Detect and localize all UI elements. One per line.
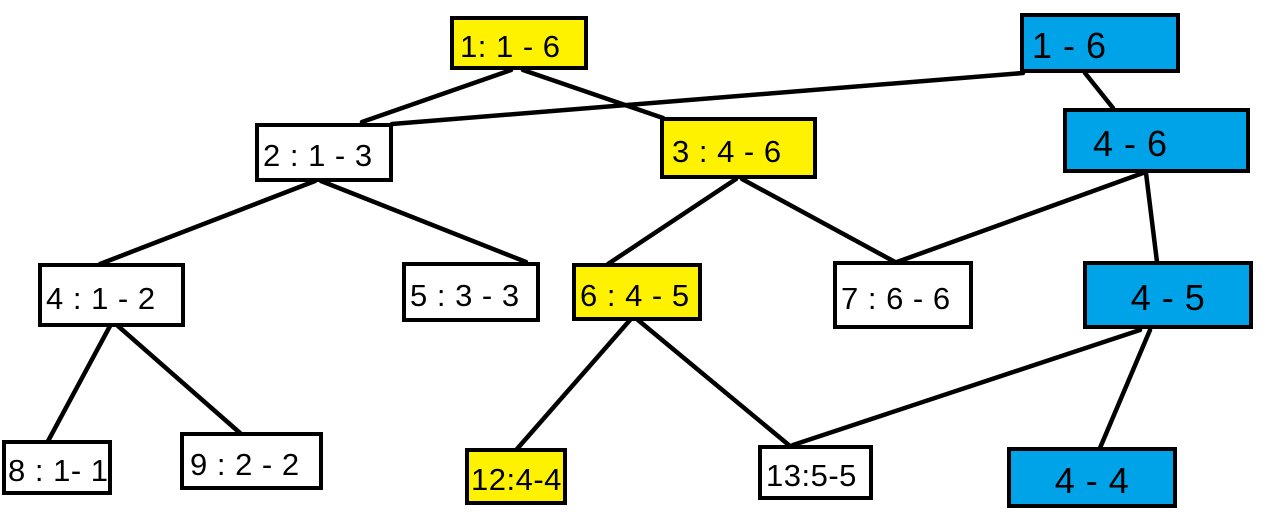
node-label: 8 : 1- 1 — [8, 453, 109, 488]
node-label: 2 : 1 - 3 — [263, 138, 373, 173]
query-4-6: 4 - 6 — [1063, 108, 1250, 173]
query-4-5: 4 - 5 — [1083, 261, 1253, 329]
node-4: 4 : 1 - 2 — [38, 263, 185, 327]
edge-node-6-to-node-13 — [635, 317, 793, 449]
node-label: 13:5-5 — [766, 458, 857, 493]
node-label: 9 : 2 - 2 — [190, 446, 300, 482]
edge-query-4-5-to-query-4-4 — [1097, 327, 1153, 451]
node-7: 7 : 6 - 6 — [833, 261, 973, 329]
node-8: 8 : 1- 1 — [2, 440, 112, 495]
edge-node-2-to-node-4 — [97, 178, 318, 267]
node-5: 5 : 3 - 3 — [402, 262, 540, 322]
edge-node-1-to-node-2 — [359, 67, 514, 125]
edge-node-6-to-node-12 — [514, 317, 633, 452]
node-label: 1: 1 - 6 — [460, 28, 561, 64]
edge-node-4-to-node-8 — [44, 323, 113, 446]
node-label: 1 - 6 — [1032, 25, 1107, 66]
node-9: 9 : 2 - 2 — [180, 432, 323, 490]
node-6: 6 : 4 - 5 — [572, 263, 702, 321]
node-label: 4 - 5 — [1130, 277, 1206, 318]
node-label: 4 : 1 - 2 — [46, 280, 156, 316]
node-12: 12:4-4 — [465, 448, 567, 505]
node-label: 7 : 6 - 6 — [841, 280, 951, 316]
edge-node-3-to-node-6 — [605, 176, 739, 267]
edge-query-4-6-to-query-4-5 — [1143, 170, 1160, 265]
node-label: 3 : 4 - 6 — [672, 133, 782, 169]
edge-node-13-to-query-4-5 — [790, 327, 1143, 448]
node-13: 13:5-5 — [758, 445, 873, 500]
node-2: 2 : 1 - 3 — [255, 123, 393, 182]
edge-query-4-6-to-node-7 — [894, 170, 1146, 265]
node-label: 4 - 6 — [1093, 122, 1168, 164]
node-1: 1: 1 - 6 — [450, 16, 588, 70]
edge-node-1-to-node-3 — [520, 67, 666, 121]
node-3: 3 : 4 - 6 — [660, 117, 817, 179]
node-label: 6 : 4 - 5 — [580, 277, 690, 313]
node-label: 5 : 3 - 3 — [410, 277, 520, 313]
edge-query-1-6-to-query-4-6 — [1082, 70, 1116, 111]
node-label: 12:4-4 — [471, 462, 562, 497]
edge-node-2-to-node-5 — [318, 178, 529, 265]
node-label: 4 - 4 — [1054, 459, 1130, 501]
edge-node-4-to-node-9 — [115, 323, 243, 436]
query-1-6: 1 - 6 — [1020, 13, 1180, 73]
edge-node-2-to-query-1-6 — [389, 70, 1026, 127]
query-4-4: 4 - 4 — [1007, 447, 1177, 508]
edge-node-3-to-node-7 — [739, 176, 898, 265]
